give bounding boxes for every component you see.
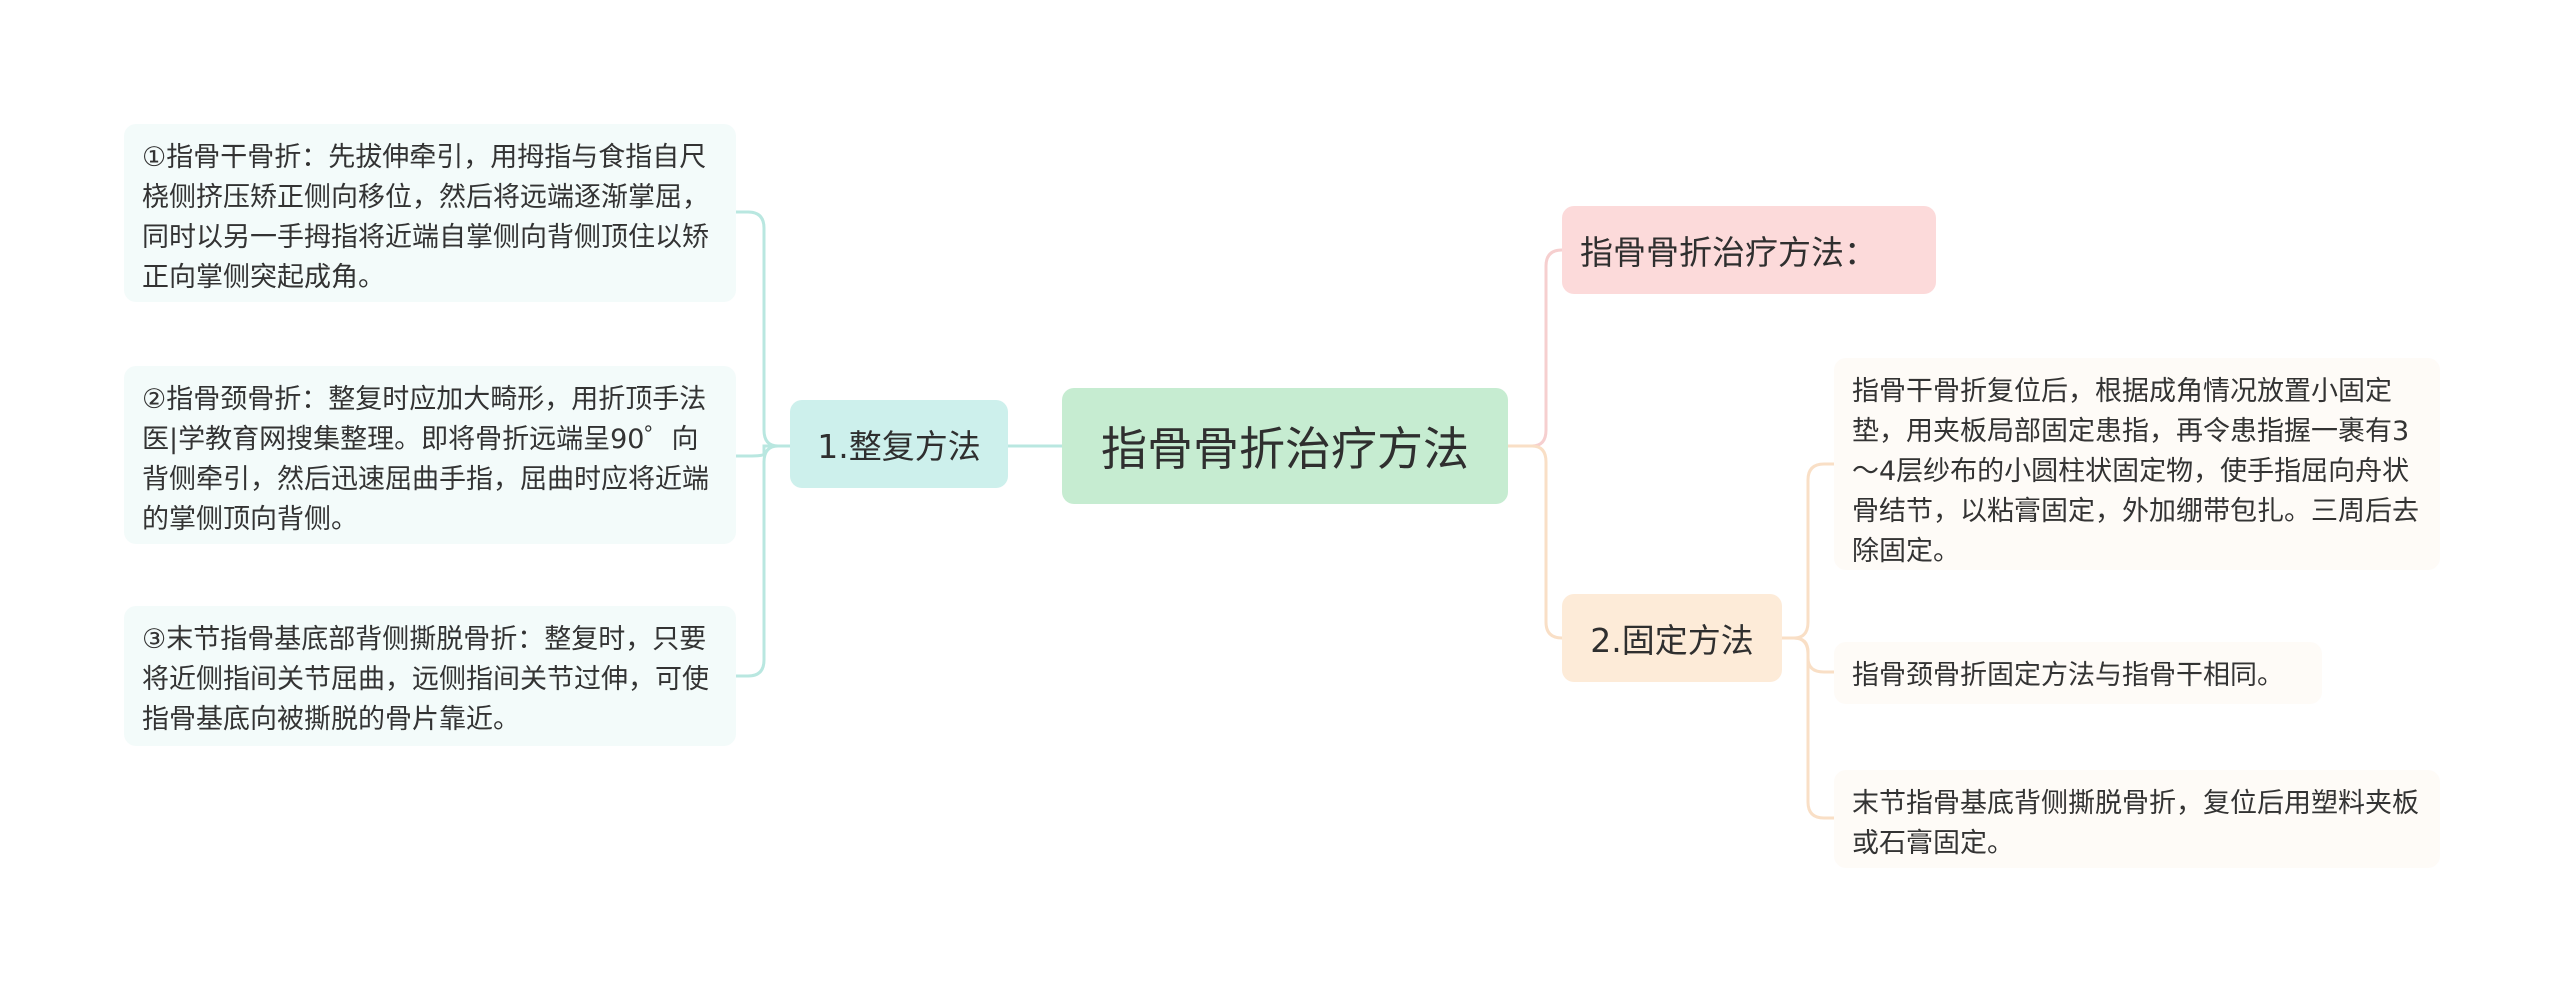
- branch-reduction-method[interactable]: 1.整复方法: [790, 400, 1008, 488]
- connector-fixation-to-item-1: [1782, 462, 1834, 640]
- connector-root-to-fixation: [1508, 444, 1563, 640]
- root-topic-label: 指骨骨折治疗方法: [1101, 422, 1469, 476]
- fixation-item-3[interactable]: 末节指骨基底背侧撕脱骨折，复位后用塑料夹板或石膏固定。: [1834, 770, 2440, 868]
- fixation-item-2[interactable]: 指骨颈骨折固定方法与指骨干相同。: [1834, 642, 2322, 704]
- branch-treatment-heading-label: 指骨骨折治疗方法：: [1580, 233, 1877, 272]
- reduction-item-1[interactable]: ①指骨干骨折：先拔伸牵引，用拇指与食指自尺桡侧挤压矫正侧向移位，然后将远端逐渐掌…: [124, 124, 736, 302]
- connector-fixation-to-item-3: [1782, 636, 1834, 820]
- branch-fixation-label: 2.固定方法: [1590, 621, 1754, 660]
- branch-reduction-label: 1.整复方法: [817, 427, 981, 466]
- connector-reduction-to-item-1: [736, 210, 790, 448]
- connector-reduction-to-item-3: [736, 444, 790, 678]
- reduction-item-2[interactable]: ②指骨颈骨折：整复时应加大畸形，用折顶手法医|学教育网搜集整理。即将骨折远端呈9…: [124, 366, 736, 544]
- branch-fixation-method[interactable]: 2.固定方法: [1562, 594, 1782, 682]
- connector-root-to-heading: [1508, 248, 1563, 448]
- branch-treatment-heading[interactable]: 指骨骨折治疗方法：: [1562, 206, 1936, 294]
- reduction-item-3[interactable]: ③末节指骨基底部背侧撕脱骨折：整复时，只要将近侧指间关节屈曲，远侧指间关节过伸，…: [124, 606, 736, 746]
- root-topic[interactable]: 指骨骨折治疗方法: [1062, 388, 1508, 504]
- fixation-item-1[interactable]: 指骨干骨折复位后，根据成角情况放置小固定垫，用夹板局部固定患指，再令患指握一裹有…: [1834, 358, 2440, 570]
